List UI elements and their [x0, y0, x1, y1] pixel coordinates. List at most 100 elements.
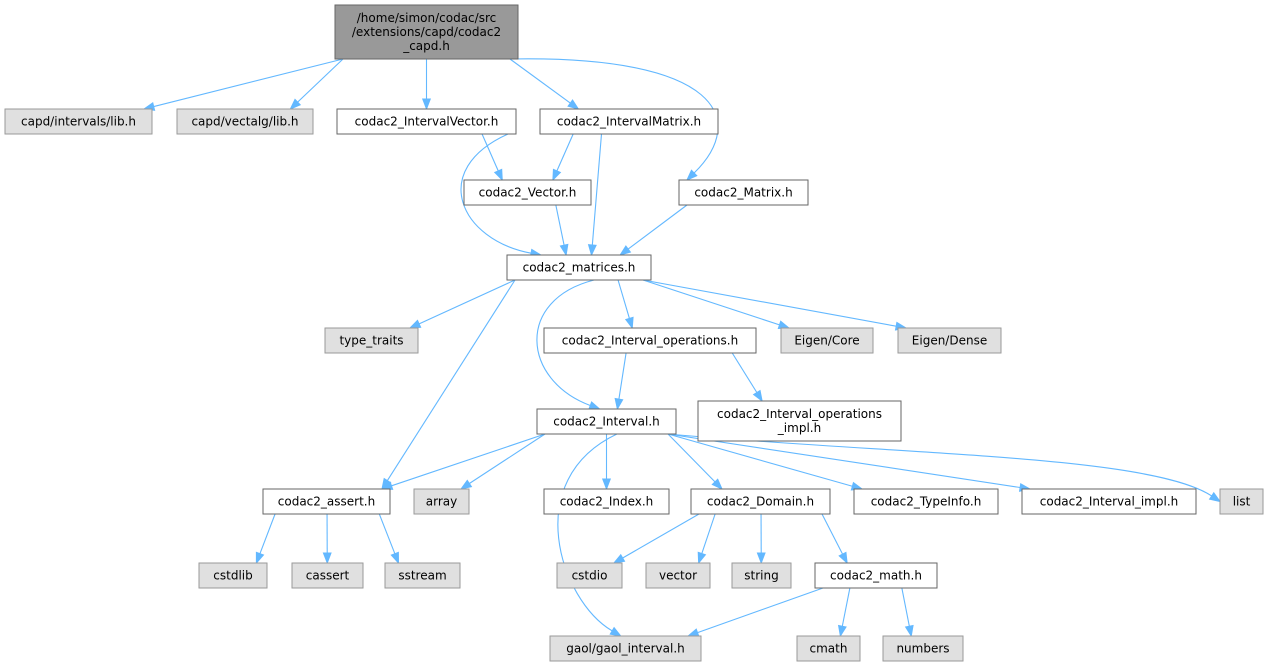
node-box — [1219, 488, 1264, 515]
node-iv[interactable]: codac2_IntervalVector.h — [336, 108, 517, 135]
node-math[interactable]: codac2_math.h — [814, 562, 938, 589]
edge-line — [259, 513, 276, 554]
edge-arrowhead — [752, 389, 763, 403]
edge-arrowhead — [614, 397, 624, 411]
edge-interval-to-list — [667, 433, 1222, 503]
edge-iops-to-interval — [614, 352, 627, 411]
node-label: capd/vectalg/lib.h — [191, 115, 298, 129]
node-box — [262, 488, 391, 515]
edge-arrowhead — [601, 478, 612, 491]
edge-assert-to-cassert — [322, 513, 332, 565]
node-label: vector — [659, 569, 697, 583]
edge-line — [617, 279, 630, 319]
node-box — [539, 108, 719, 135]
edge-arrowhead — [756, 552, 766, 565]
edge-arrowhead — [685, 169, 698, 181]
edge-interval-to-index — [601, 434, 612, 491]
edge-iops-to-iops_impl — [731, 352, 763, 403]
node-typeinfo[interactable]: codac2_TypeInfo.h — [853, 488, 999, 515]
node-box — [697, 400, 902, 442]
node-box — [384, 562, 461, 589]
node-eigen-core: Eigen/Core — [780, 327, 874, 354]
edge-line — [841, 587, 851, 627]
node-label: type_traits — [339, 334, 403, 348]
node-label: codac2_Domain.h — [707, 495, 814, 509]
edge-root-to-iv — [421, 59, 432, 111]
node-im[interactable]: codac2_IntervalMatrix.h — [539, 108, 719, 135]
node-box — [690, 488, 831, 515]
node-mat[interactable]: codac2_Matrix.h — [678, 179, 809, 206]
node-cstdlib: cstdlib — [198, 562, 268, 589]
node-box — [780, 327, 874, 354]
node-label: array — [426, 495, 457, 509]
node-interval[interactable]: codac2_Interval.h — [536, 408, 677, 435]
node-vec[interactable]: codac2_Vector.h — [463, 179, 592, 206]
node-eigen-dense: Eigen/Dense — [897, 327, 1002, 354]
edge-line — [555, 204, 565, 246]
node-type-traits: type_traits — [324, 327, 419, 354]
node-iimpl[interactable]: codac2_Interval_impl.h — [1021, 488, 1197, 515]
node-box — [549, 635, 702, 662]
edge-arrowhead — [421, 98, 432, 111]
edge-arrowhead — [493, 168, 503, 182]
edge-line — [386, 279, 516, 481]
edge-arrowhead — [618, 245, 632, 256]
node-label: codac2_Vector.h — [479, 186, 577, 200]
edge-interval-to-array — [459, 433, 546, 490]
edge-arrowhead — [609, 626, 622, 637]
node-root[interactable]: /home/simon/codac/src/extensions/capd/co… — [334, 4, 519, 60]
edge-matrices-to-assert — [381, 279, 516, 491]
edge-math-to-gaol — [686, 587, 824, 637]
node-label: string — [744, 569, 778, 583]
edge-line — [731, 352, 758, 393]
edge-line — [642, 279, 897, 327]
node-label: codac2_Index.h — [560, 495, 654, 509]
node-box — [796, 635, 861, 662]
node-box — [645, 562, 711, 589]
node-assert[interactable]: codac2_assert.h — [262, 488, 391, 515]
edge-line — [622, 513, 700, 559]
edge-interval-to-assert — [380, 433, 546, 490]
node-matrices[interactable]: codac2_matrices.h — [506, 254, 652, 281]
edge-line — [297, 58, 344, 103]
edge-interval-to-typeinfo — [667, 433, 864, 491]
node-label: codac2_matrices.h — [523, 261, 636, 275]
node-box — [814, 562, 938, 589]
edge-mat-to-matrices — [618, 204, 688, 256]
node-domain[interactable]: codac2_Domain.h — [690, 488, 831, 515]
node-index[interactable]: codac2_Index.h — [543, 488, 670, 515]
edge-root-to-mat — [509, 58, 719, 181]
edge-domain-to-string — [756, 513, 766, 565]
node-label: codac2_Interval.h — [553, 415, 660, 429]
node-iops-impl[interactable]: codac2_Interval_operations_impl.h — [697, 400, 902, 442]
edge-line — [821, 513, 844, 555]
node-label: Eigen/Dense — [912, 334, 987, 348]
node-label: /extensions/capd/codac2 — [352, 25, 501, 39]
edge-line — [557, 433, 618, 632]
node-label: cmath — [810, 642, 848, 656]
node-cassert: cassert — [291, 562, 364, 589]
node-box — [324, 327, 419, 354]
edge-arrowhead — [255, 551, 265, 565]
node-box — [176, 108, 314, 135]
node-string: string — [731, 562, 792, 589]
edge-matrices-to-eigen_core — [642, 279, 791, 330]
edge-iv-to-vec — [481, 133, 503, 182]
node-box — [334, 4, 519, 60]
node-label: numbers — [896, 642, 949, 656]
edge-line — [460, 133, 532, 254]
node-box — [336, 108, 517, 135]
node-label: cassert — [306, 569, 350, 583]
node-label: codac2_IntervalMatrix.h — [557, 115, 701, 129]
node-label: codac2_Interval_operations.h — [562, 334, 738, 348]
edge-line — [536, 279, 595, 407]
node-box — [506, 254, 652, 281]
edge-arrowhead — [408, 319, 422, 329]
node-iops[interactable]: codac2_Interval_operations.h — [543, 327, 757, 354]
edge-vec-to-matrices — [555, 204, 569, 257]
node-box — [897, 327, 1002, 354]
edge-line — [509, 58, 571, 104]
edge-matrices-to-eigen_dense — [642, 279, 908, 331]
node-label: sstream — [398, 569, 446, 583]
edge-assert-to-sstream — [378, 513, 400, 565]
